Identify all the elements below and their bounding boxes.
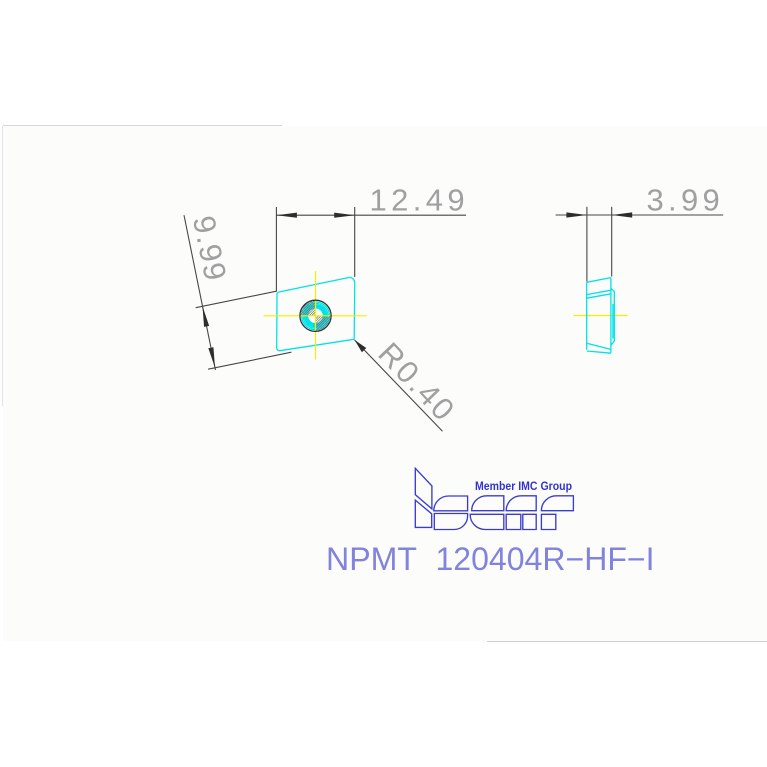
svg-text:120404R−HF−I: 120404R−HF−I — [436, 541, 655, 577]
svg-text:Member IMC Group: Member IMC Group — [475, 479, 572, 493]
svg-text:3.99: 3.99 — [647, 182, 725, 217]
svg-text:NPMT: NPMT — [326, 541, 417, 577]
svg-text:12.49: 12.49 — [370, 182, 470, 217]
